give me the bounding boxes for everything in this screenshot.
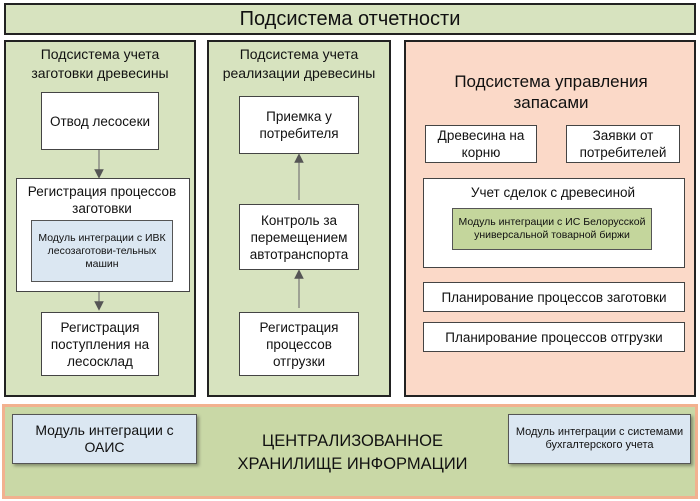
inventory-management-panel: Подсистема управления запасами Древесина… bbox=[404, 40, 696, 397]
harvest-accounting-panel: Подсистема учета заготовки древесины Отв… bbox=[4, 40, 196, 397]
shipment-registration-box: Регистрация процессов отгрузки bbox=[239, 312, 359, 376]
consumer-acceptance-box: Приемка у потребителя bbox=[239, 96, 359, 154]
transport-control-box: Контроль за перемещением автотранспорта bbox=[239, 204, 359, 270]
timber-deals-box: Учет сделок с древесиной Модуль интеграц… bbox=[423, 178, 685, 268]
harvest-planning-label: Планирование процессов заготовки bbox=[441, 289, 667, 305]
exchange-integration-module: Модуль интеграции с ИС Белорусской униве… bbox=[452, 208, 652, 250]
inventory-management-title: Подсистема управления запасами bbox=[454, 72, 648, 112]
shipment-planning-label: Планирование процессов отгрузки bbox=[445, 329, 663, 345]
timber-deals-label: Учет сделок с древесиной bbox=[470, 185, 636, 200]
central-storage-panel: Модуль интеграции с ОАИС ЦЕНТРАЛИЗОВАННО… bbox=[2, 404, 698, 499]
central-storage-title: ЦЕНТРАЛИЗОВАННОЕ ХРАНИЛИЩЕ ИНФОРМАЦИИ bbox=[237, 432, 468, 473]
exchange-integration-label: Модуль интеграции с ИС Белорусской униве… bbox=[458, 216, 646, 241]
reporting-subsystem-title: Подсистема отчетности bbox=[239, 7, 461, 30]
harvest-process-registration-label: Регистрация процессов заготовки bbox=[27, 184, 177, 216]
logging-site-allotment-box: Отвод лесосеки bbox=[41, 92, 159, 150]
warehouse-receipt-box: Регистрация поступления на лесосклад bbox=[41, 312, 159, 376]
consumer-requests-label: Заявки от потребителей bbox=[579, 128, 667, 160]
accounting-integration-label: Модуль интеграции с системами бухгалтерс… bbox=[515, 426, 684, 451]
shipment-registration-label: Регистрация процессов отгрузки bbox=[259, 319, 339, 369]
reporting-subsystem-header: Подсистема отчетности bbox=[4, 3, 696, 35]
sales-accounting-title: Подсистема учета реализации древесины bbox=[222, 46, 376, 81]
logging-site-allotment-label: Отвод лесосеки bbox=[49, 113, 151, 129]
consumer-requests-box: Заявки от потребителей bbox=[566, 125, 680, 163]
warehouse-receipt-label: Регистрация поступления на лесосклад bbox=[50, 319, 150, 369]
consumer-acceptance-label: Приемка у потребителя bbox=[259, 109, 339, 141]
oais-integration-module: Модуль интеграции с ОАИС bbox=[12, 414, 197, 464]
harvester-integration-label: Модуль интеграции с ИВК лесозаготови-тел… bbox=[38, 231, 166, 270]
sales-accounting-panel: Подсистема учета реализации древесины Пр… bbox=[207, 40, 391, 397]
standing-timber-box: Древесина на корню bbox=[425, 125, 537, 163]
transport-control-label: Контроль за перемещением автотранспорта bbox=[249, 212, 349, 262]
harvest-planning-box: Планирование процессов заготовки bbox=[423, 282, 685, 312]
oais-integration-label: Модуль интеграции с ОАИС bbox=[35, 422, 174, 455]
harvest-accounting-title: Подсистема учета заготовки древесины bbox=[31, 46, 169, 81]
harvester-integration-module: Модуль интеграции с ИВК лесозаготови-тел… bbox=[31, 220, 173, 282]
shipment-planning-box: Планирование процессов отгрузки bbox=[423, 322, 685, 352]
standing-timber-label: Древесина на корню bbox=[437, 128, 525, 160]
harvest-process-registration-box: Регистрация процессов заготовки Модуль и… bbox=[16, 178, 190, 292]
accounting-integration-module: Модуль интеграции с системами бухгалтерс… bbox=[508, 414, 691, 464]
